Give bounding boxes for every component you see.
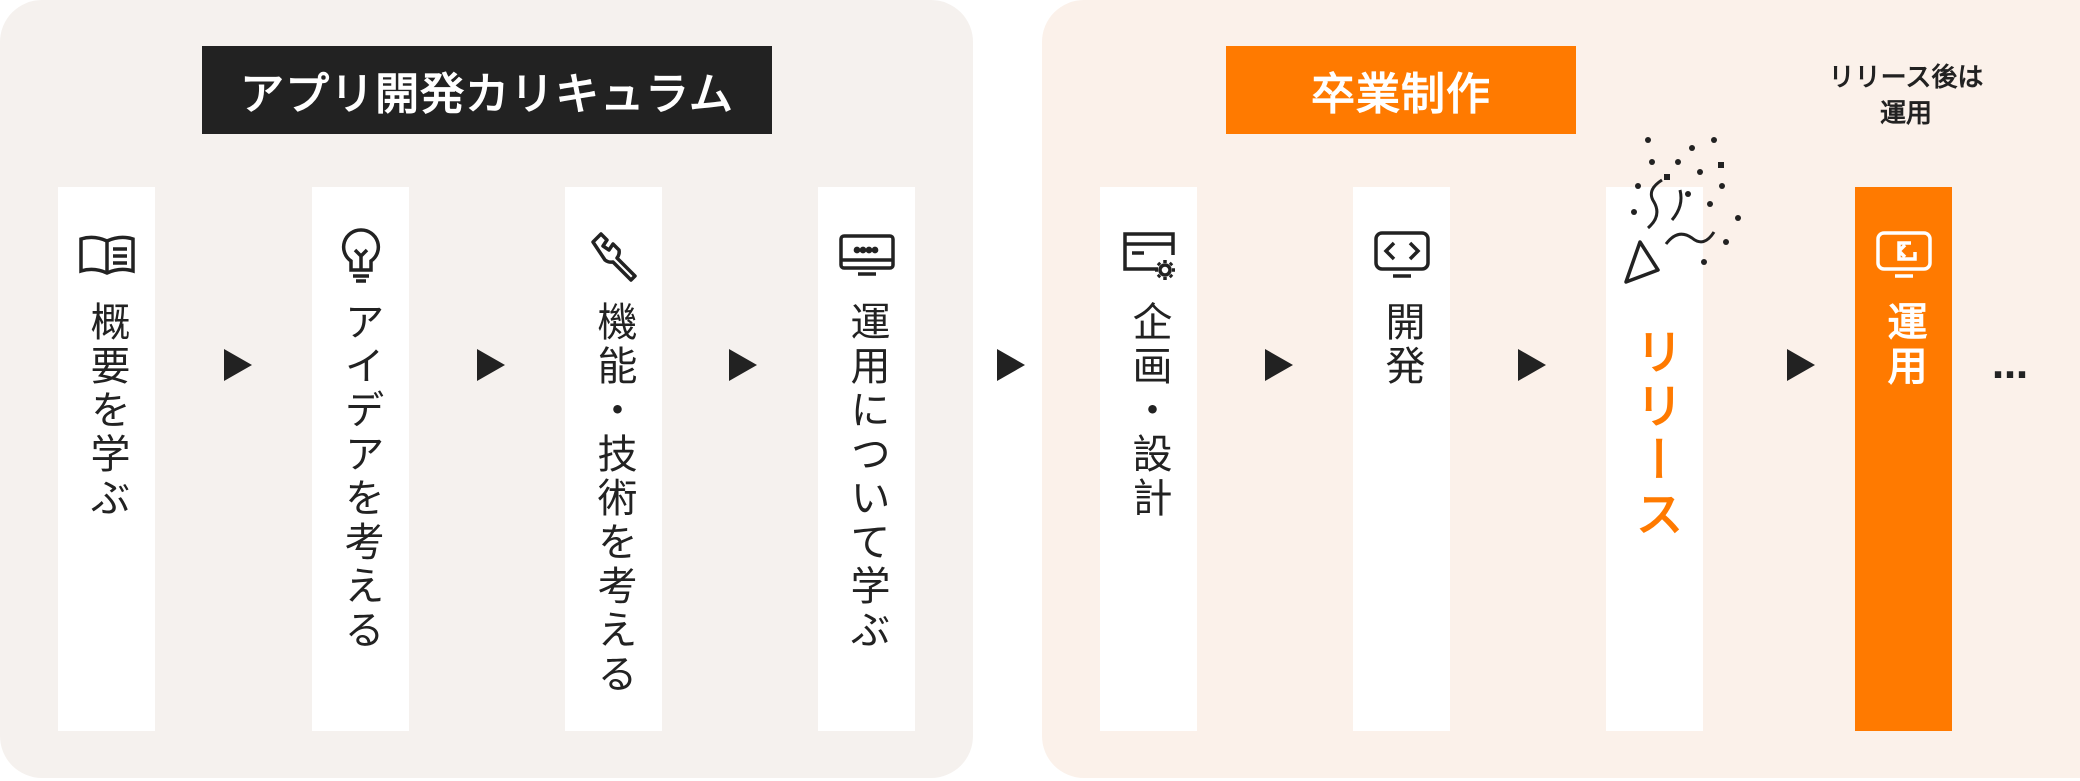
step-planning: 企画・設計 [1100,187,1197,731]
open-book-icon [77,225,137,285]
step-operation: 運用 [1855,187,1952,731]
monitor-return-icon [1874,225,1934,285]
step-label: 概要を学ぶ [83,301,130,521]
step-idea: アイデアを考える [312,187,409,731]
flow-arrow [477,349,505,381]
step-label: 機能・技術を考える [590,301,637,697]
continuation-ellipsis: … [1992,346,2034,387]
step-overview: 概要を学ぶ [58,187,155,731]
wrench-icon [584,225,644,285]
step-label: 運用 [1880,301,1927,389]
release-note: リリース後は 運用 [1828,63,1984,129]
flow-arrow [1265,349,1293,381]
step-label: アイデアを考える [337,301,384,653]
curriculum-title: アプリ開発カリキュラム [202,46,772,134]
step-label: 企画・設計 [1125,301,1172,521]
flow-arrow [997,349,1025,381]
lightbulb-icon [331,225,391,285]
flow-arrow [1787,349,1815,381]
step-development: 開発 [1353,187,1450,731]
party-popper-icon [1624,137,1741,284]
browser-gear-icon [1119,225,1179,285]
step-label: リリース [1626,327,1683,543]
code-monitor-icon [1372,225,1432,285]
graduation-title: 卒業制作 [1226,46,1576,134]
step-release: リリース [1606,187,1703,731]
step-label: 開発 [1378,301,1425,389]
step-features: 機能・技術を考える [565,187,662,731]
flow-arrow [729,349,757,381]
monitor-icon [837,225,897,285]
flow-arrow [1518,349,1546,381]
step-operations: 運用について学ぶ [818,187,915,731]
flow-arrow [224,349,252,381]
step-label: 運用について学ぶ [843,301,890,653]
